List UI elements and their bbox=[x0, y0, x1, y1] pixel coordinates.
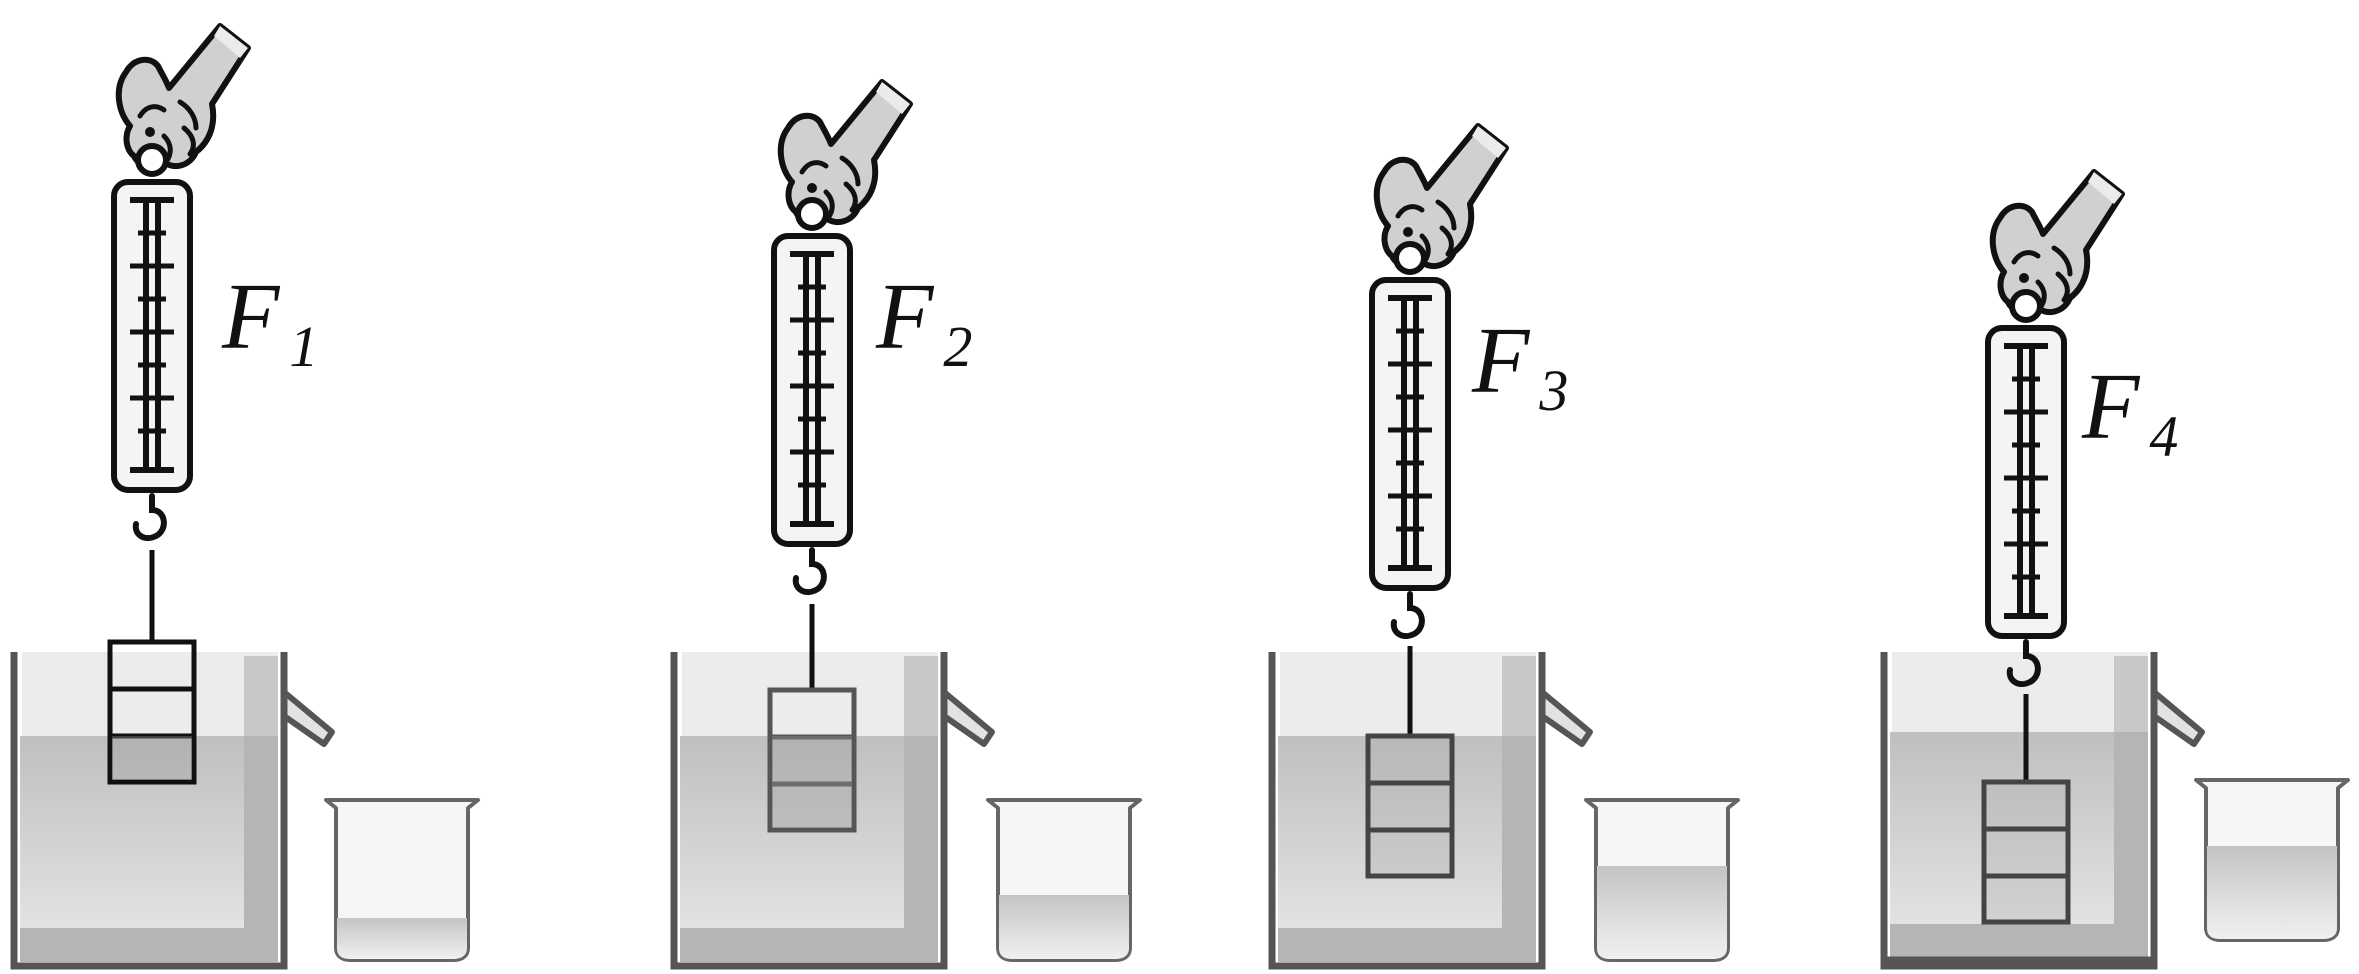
metal-block-2 bbox=[767, 687, 857, 833]
catch-beaker-1 bbox=[324, 798, 480, 962]
hand-icon bbox=[781, 82, 910, 222]
overflow-container-3 bbox=[1268, 652, 1590, 970]
catch-beaker-2 bbox=[986, 798, 1142, 962]
metal-block-3 bbox=[1365, 733, 1455, 879]
spring-scale-2 bbox=[774, 200, 850, 592]
catch-beaker-4 bbox=[2194, 778, 2350, 942]
force-subscript: 3 bbox=[1538, 358, 1568, 423]
force-symbol: F bbox=[2081, 355, 2141, 459]
metal-block-1 bbox=[107, 639, 197, 785]
force-symbol: F bbox=[875, 265, 935, 369]
hand-icon bbox=[1993, 172, 2122, 312]
catch-beaker-3 bbox=[1584, 798, 1740, 962]
force-symbol: F bbox=[221, 265, 281, 369]
spring-scale-1 bbox=[114, 146, 190, 538]
spring-scale-4 bbox=[1988, 292, 2064, 684]
overflow-container-1 bbox=[10, 652, 332, 970]
hand-icon bbox=[119, 26, 248, 166]
metal-block-4 bbox=[1981, 779, 2071, 925]
force-subscript: 4 bbox=[2149, 404, 2178, 469]
force-symbol: F bbox=[1471, 309, 1531, 413]
spring-scale-3 bbox=[1372, 244, 1448, 636]
force-subscript: 2 bbox=[943, 314, 972, 379]
force-subscript: 1 bbox=[289, 314, 318, 379]
overflow-container-2 bbox=[670, 652, 992, 970]
hand-icon bbox=[1377, 126, 1506, 266]
